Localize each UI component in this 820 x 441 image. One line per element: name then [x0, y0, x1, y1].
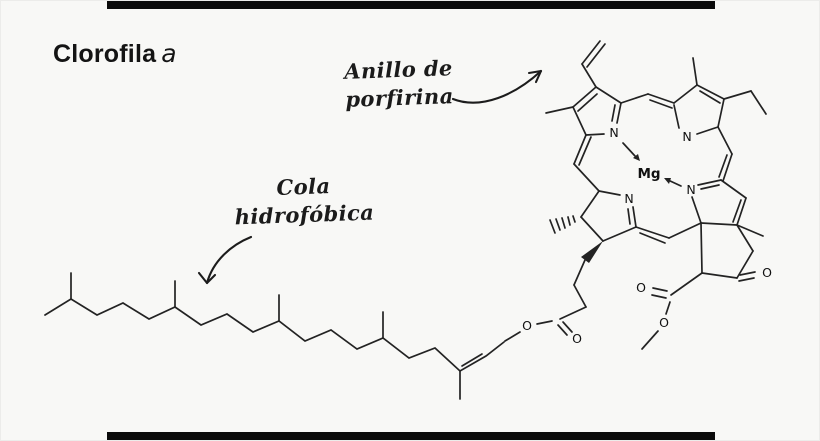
phytyl-tail-bonds	[44, 272, 505, 400]
nitrogen-label: N	[624, 191, 633, 206]
oxygen-label: O	[762, 265, 772, 280]
nitrogen-label: N	[686, 182, 695, 197]
porphyrin-arrow	[451, 69, 543, 104]
top-letterbox-bar	[107, 1, 715, 9]
oxygen-label: O	[636, 280, 646, 295]
title-variant: a	[161, 39, 177, 68]
nitrogen-label: N	[609, 125, 618, 140]
magnesium-label: Mg	[637, 166, 660, 182]
nitrogen-label: N	[682, 129, 691, 144]
bottom-letterbox-bar	[107, 432, 715, 440]
wedge-bond	[581, 241, 603, 263]
title-main: Clorofila	[53, 40, 157, 68]
oxygen-label: O	[572, 331, 582, 346]
oxygen-label: O	[522, 318, 532, 333]
atom-labels: N N N N Mg O O O O O	[522, 125, 772, 346]
nitrogen-mg-coordination-arrows	[622, 142, 682, 187]
porphyrin-ring-bonds	[504, 40, 767, 350]
oxygen-label: O	[659, 315, 669, 330]
tail-arrow	[197, 235, 253, 285]
